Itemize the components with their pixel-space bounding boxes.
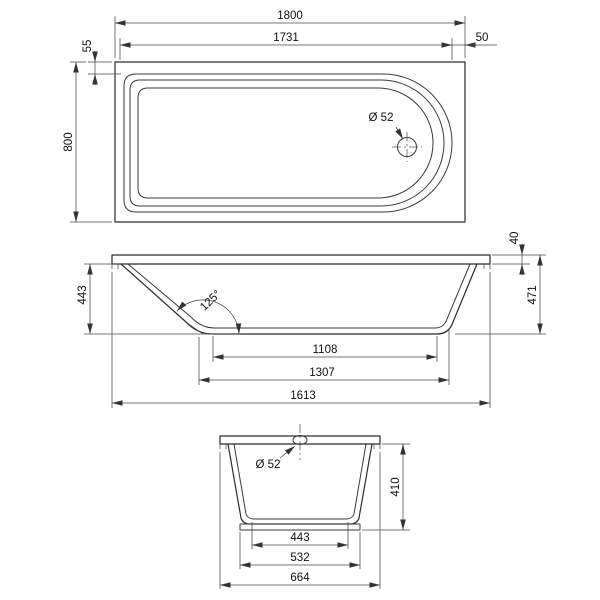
dim-label-height-right: 471 — [527, 285, 539, 304]
side-view: 40 471 443 125° 1108 1307 1613 — [77, 232, 546, 408]
side-inner-wall-profile — [127, 263, 471, 329]
tub-rim-outline — [114, 61, 466, 223]
dim-label-drain-offset: 50 — [476, 32, 489, 44]
dim-label-bottom-width: 532 — [290, 552, 309, 564]
dim-label-rim-height: 40 — [509, 232, 521, 245]
tub-bottom-outline — [137, 87, 434, 199]
drain-centerlines — [392, 132, 422, 162]
tub-opening-outline — [123, 73, 453, 213]
side-rim-outline — [111, 254, 491, 265]
side-rim-lips — [111, 264, 491, 269]
dim-label-slope-angle: 125° — [198, 288, 223, 313]
drain-leader-line — [395, 126, 404, 140]
end-inner-wall-profile — [233, 443, 367, 520]
dim-label-bottom-length: 1307 — [309, 367, 335, 379]
end-view: Ø 52 410 443 532 664 — [219, 424, 410, 589]
drain-hole-end — [292, 435, 308, 445]
dim-label-width: 800 — [63, 132, 75, 151]
dim-label-drain-diameter-top: Ø 52 — [369, 112, 394, 124]
end-base-plate — [239, 523, 361, 531]
dim-label-rim-width: 55 — [82, 40, 94, 53]
side-outer-wall-profile — [120, 263, 478, 335]
dim-label-bottom-flat-length: 1108 — [313, 344, 338, 356]
dim-label-total-length: 1800 — [277, 10, 303, 22]
dim-label-body-length: 1613 — [290, 390, 316, 402]
dim-label-overall-width: 664 — [290, 572, 310, 584]
dim-label-bottom-inner-width: 443 — [290, 532, 309, 544]
side-view-extension-lines — [84, 254, 546, 408]
end-rim-lips — [219, 444, 381, 449]
top-view: 1800 1731 50 55 800 Ø 52 — [63, 10, 497, 223]
angle-arc — [176, 299, 242, 335]
dim-label-depth-left: 443 — [77, 285, 89, 304]
drain-leader-line-end — [279, 445, 296, 459]
end-view-extension-lines — [219, 443, 410, 589]
dim-label-drain-diameter-end: Ø 52 — [256, 459, 281, 471]
end-outer-wall-profile — [227, 443, 373, 525]
dim-label-inner-length: 1731 — [273, 32, 299, 44]
tub-wall-contour — [129, 79, 445, 207]
dim-label-body-height: 410 — [390, 477, 402, 496]
